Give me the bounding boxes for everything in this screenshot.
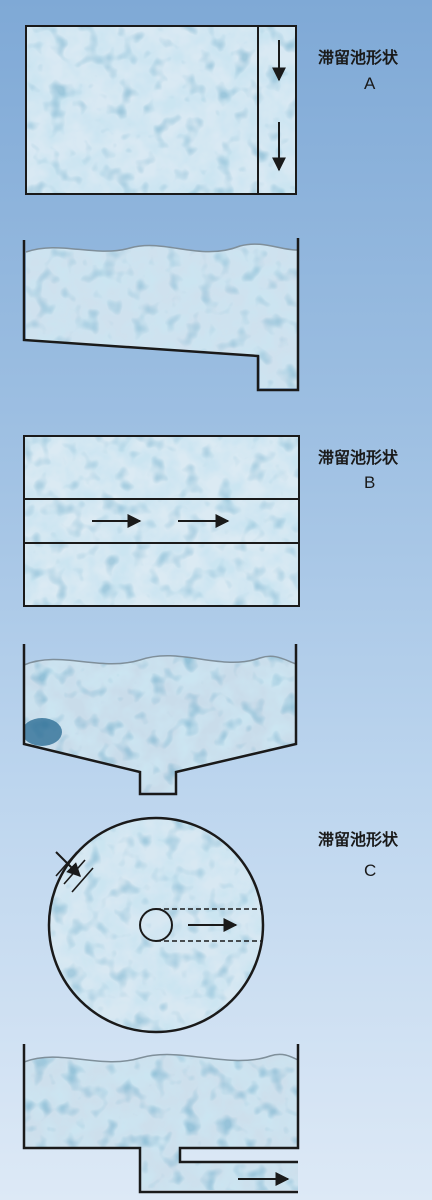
section-a-title: 滞留池形状 <box>318 48 399 67</box>
tank-c-plan <box>47 816 265 1034</box>
tank-c-section <box>22 1044 300 1194</box>
section-c-title: 滞留池形状 <box>318 830 399 849</box>
tank-a-section <box>22 238 300 392</box>
tank-a-plan <box>25 25 297 195</box>
section-b-letter: B <box>364 473 376 492</box>
flow-arrow-inlet <box>55 851 81 877</box>
section-b-title: 滞留池形状 <box>318 448 399 467</box>
tank-b-plan <box>23 435 300 607</box>
section-c-letter: C <box>364 861 377 880</box>
tank-b-section <box>22 644 298 796</box>
section-a-letter: A <box>364 74 376 93</box>
